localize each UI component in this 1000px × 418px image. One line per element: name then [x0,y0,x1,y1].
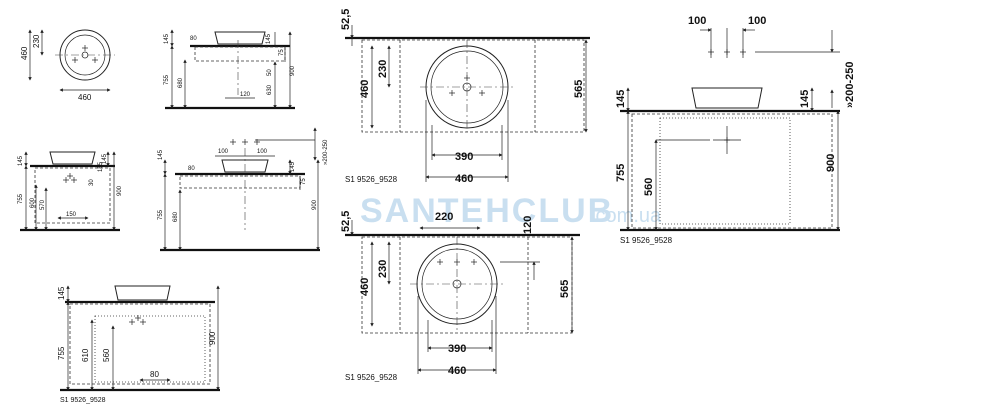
dim-630: 630 [267,84,273,95]
dim-150: 150 [66,212,77,218]
dim-560: 560 [643,178,655,196]
dim-755: 755 [158,209,164,220]
dim-900: 900 [290,65,296,76]
dim-75: 75 [279,49,285,56]
dim-80: 80 [150,370,159,379]
dim-80: 80 [190,36,197,42]
dim-52-5: 52,5 [340,211,352,232]
dim-220: 220 [435,211,453,223]
dim-200-250: »200-250 [844,62,856,109]
dim-755: 755 [18,193,24,204]
dim-30: 30 [89,179,95,186]
dim-230: 230 [377,260,389,278]
dim-565: 565 [559,280,571,298]
dim-50: 50 [267,69,273,76]
caption: S1 9526_9528 [620,236,673,245]
plan-view-bottom: 52,5 220 120 460 230 565 390 460 S1 9526… [340,211,580,382]
dim-900: 900 [208,331,217,345]
dim-610: 610 [81,348,90,362]
dim-565: 565 [573,80,585,98]
dim-100b: 100 [748,15,766,27]
dim-230: 230 [32,34,41,48]
side-elevation-small: 145 755 600 570 150 30 155 145 900 [18,151,123,232]
dim-460b: 460 [448,365,466,377]
front-elevation-bottom-left: 145 755 610 560 80 900 S1 9526_9528 [57,285,220,404]
dim-390: 390 [448,343,466,355]
caption: S1 9526_9528 [345,175,398,184]
caption: S1 9526_9528 [60,397,106,404]
dim-155: 155 [98,161,104,172]
dim-460-horizontal: 460 [78,93,92,102]
dim-755: 755 [57,346,66,360]
dim-100a: 100 [688,15,706,27]
dim-200-250: »200-250 [323,139,329,165]
dim-460b: 460 [455,173,473,185]
dim-755: 755 [164,74,170,85]
caption: S1 9526_9528 [345,373,398,382]
front-elevation-right: 100 100 »200-250 145 145 755 560 900 S1 … [615,15,856,245]
dim-145b: 145 [102,153,108,164]
dim-755: 755 [615,164,627,182]
dim-145b: 145 [799,90,811,108]
watermark-brand: SANTEHCLUB [360,192,614,230]
dim-145: 145 [615,90,627,108]
watermark-domain: .com.ua [590,205,662,227]
dim-460-vertical: 460 [20,46,29,60]
plan-view-top: 52,5 460 230 565 390 460 S1 9526_9528 [340,9,590,185]
dim-75: 75 [301,178,307,185]
dim-120: 120 [240,92,251,98]
dim-52-5: 52,5 [340,9,352,30]
dim-680: 680 [178,77,184,88]
dim-120: 120 [522,216,534,234]
dim-145b: 145 [266,33,272,44]
dim-460: 460 [359,80,371,98]
front-elevation-small-1: 145 80 145 75 755 680 50 630 900 120 [164,29,296,110]
dim-100a: 100 [218,149,229,155]
dim-560: 560 [102,348,111,362]
dim-80: 80 [188,166,195,172]
dim-230: 230 [377,60,389,78]
dim-145: 145 [164,33,170,44]
dim-145: 145 [18,155,24,166]
dim-600: 600 [30,197,36,208]
dim-900: 900 [312,199,318,210]
dim-390: 390 [455,151,473,163]
watermark: SANTEHCLUB .com.ua [360,192,662,230]
dim-145b: 145 [290,161,296,172]
dim-900: 900 [825,154,837,172]
dim-680: 680 [173,211,179,222]
dim-570: 570 [40,199,46,210]
dim-145: 145 [57,286,66,300]
small-plan-view: 460 230 460 [20,29,115,102]
dim-460: 460 [359,278,371,296]
front-elevation-small-2: 145 80 100 100 145 75 »200-250 755 680 9… [158,127,329,252]
dim-100b: 100 [257,149,268,155]
dim-145: 145 [158,149,164,160]
dim-900: 900 [117,185,123,196]
